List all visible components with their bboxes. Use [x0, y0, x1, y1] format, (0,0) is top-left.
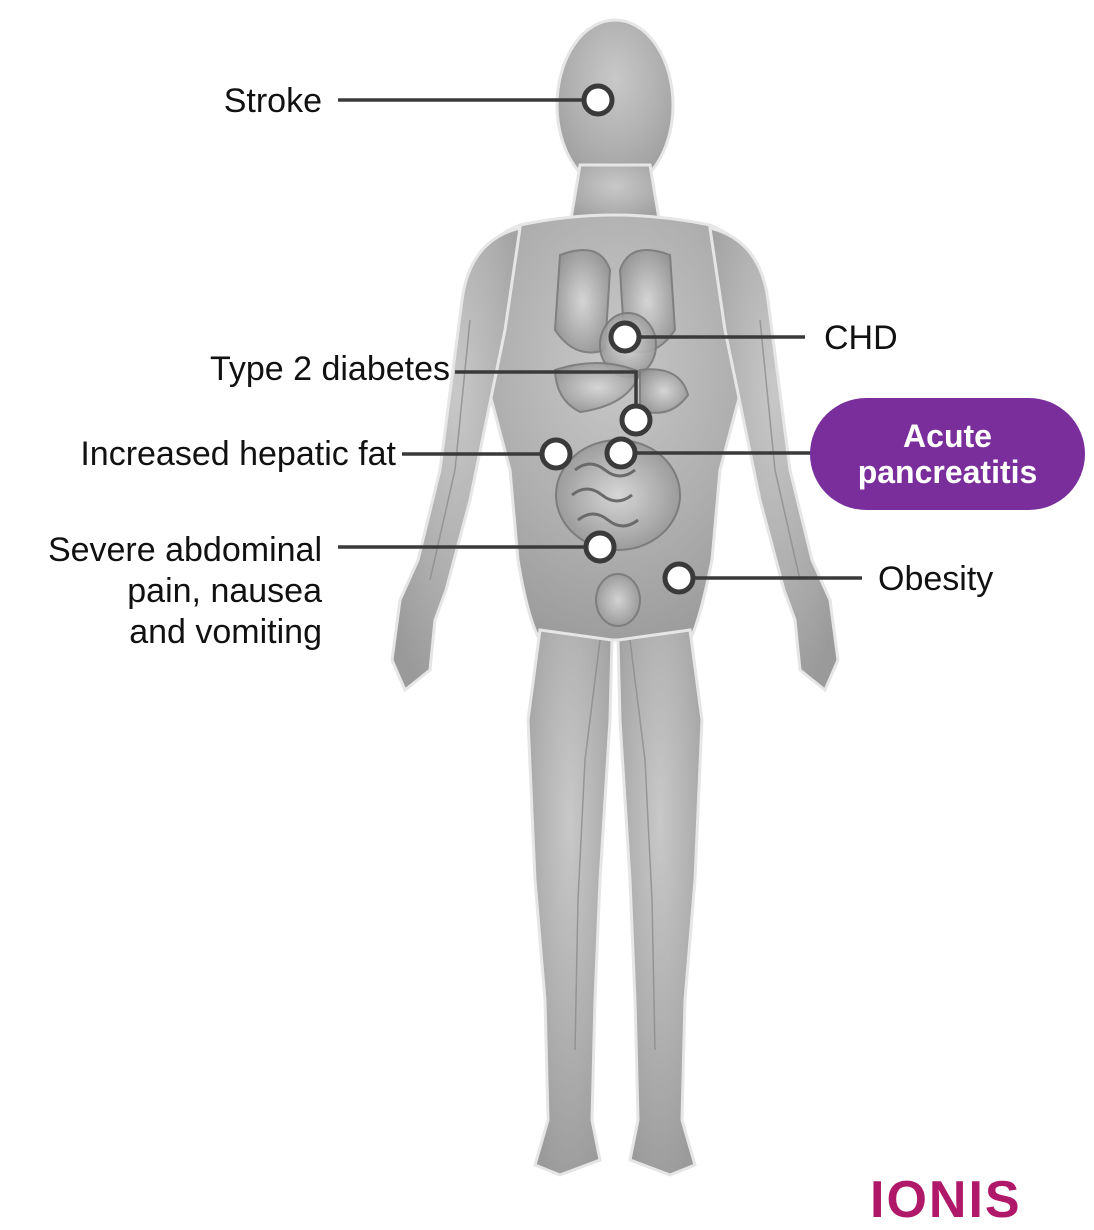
abdominal-pain-marker	[586, 533, 614, 561]
abdominal-pain-line2: pain, nausea	[0, 571, 322, 612]
hepatic-fat-label: Increased hepatic fat	[80, 435, 396, 473]
obesity-marker	[665, 564, 693, 592]
type2-diabetes-marker	[622, 406, 650, 434]
chd-marker	[611, 323, 639, 351]
chd-label: CHD	[824, 319, 898, 357]
acute-pancreatitis-label-line1: Acute	[903, 418, 992, 454]
abdominal-pain-line1: Severe abdominal	[0, 530, 322, 571]
acute-pancreatitis-highlight: Acute pancreatitis	[810, 398, 1085, 510]
abdominal-pain-label: Severe abdominal pain, nausea and vomiti…	[0, 530, 322, 653]
stroke-marker	[584, 86, 612, 114]
type2-diabetes-label: Type 2 diabetes	[210, 350, 450, 388]
obesity-label: Obesity	[878, 560, 993, 598]
diagram-canvas: Stroke CHD Type 2 diabetes Increased hep…	[0, 0, 1094, 1196]
acute-pancreatitis-label-line2: pancreatitis	[858, 454, 1038, 490]
abdominal-pain-line3: and vomiting	[0, 612, 322, 653]
ionis-logo: IONIS	[870, 1170, 1022, 1230]
stroke-label: Stroke	[224, 82, 322, 120]
hepatic-fat-marker	[542, 440, 570, 468]
pancreatitis-marker	[607, 439, 635, 467]
